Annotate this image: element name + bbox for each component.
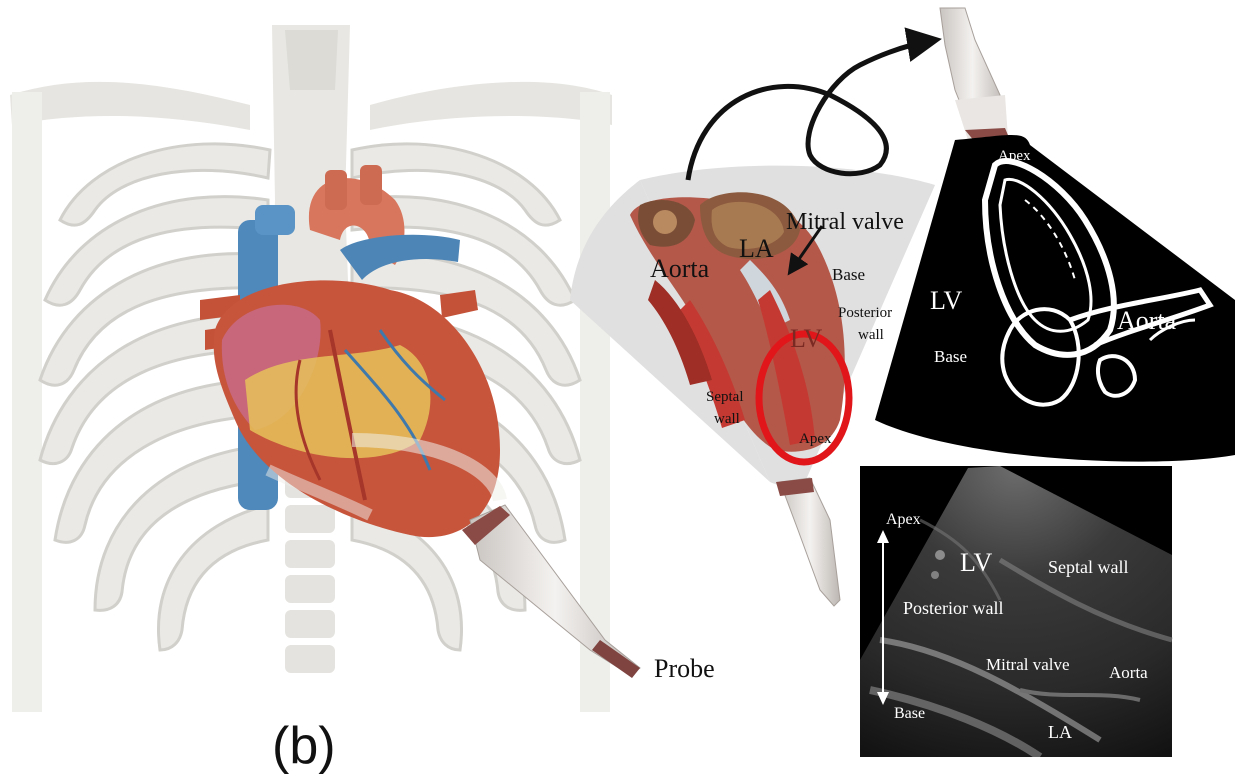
ultrasound-apex-label: Apex <box>886 512 921 528</box>
schematic-lv-label: LV <box>930 288 962 314</box>
schematic-apex-label: Apex <box>998 149 1031 164</box>
schematic-aorta-label: Aorta <box>1117 308 1176 334</box>
ultrasound-septal-wall-label: Septal wall <box>1048 558 1128 576</box>
rotation-arrow <box>688 40 935 180</box>
panel-label: (b) <box>272 720 336 772</box>
anatomy-apex-label: Apex <box>799 432 832 447</box>
anatomy-la-label: LA <box>739 236 774 262</box>
ultrasound-aorta-label: Aorta <box>1109 664 1148 681</box>
probe-illustration-top <box>940 8 1010 142</box>
illustration-svg <box>0 0 1235 757</box>
anatomy-aorta-label: Aorta <box>650 256 709 282</box>
anatomy-mitral-valve-label: Mitral valve <box>786 210 904 234</box>
anatomy-lv-label: LV <box>790 326 822 352</box>
ultrasound-base-label: Base <box>894 706 925 722</box>
anatomy-base-label: Base <box>832 266 865 283</box>
schematic-base-label: Base <box>934 348 967 365</box>
ultrasound-la-label: LA <box>1048 723 1072 741</box>
ultrasound-posterior-wall-label: Posterior wall <box>903 599 1004 617</box>
anatomy-septal-wall-label-2: wall <box>714 412 740 427</box>
ultrasound-lv-label: LV <box>960 550 992 576</box>
anatomy-posterior-wall-label-2: wall <box>858 328 884 343</box>
figure-canvas: (b) Probe Aorta LA LV Mitral valve Base … <box>0 0 1235 757</box>
anatomy-posterior-wall-label-1: Posterior <box>838 306 892 321</box>
probe-illustration-middle <box>776 478 840 606</box>
ultrasound-mitral-valve-label: Mitral valve <box>986 656 1070 673</box>
probe-label: Probe <box>654 656 715 682</box>
anatomy-septal-wall-label-1: Septal <box>706 390 744 405</box>
